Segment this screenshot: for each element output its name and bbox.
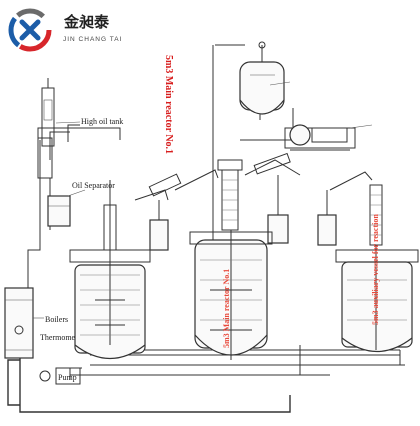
thermometer-label: Thermometer xyxy=(40,333,84,342)
company-logo: 金昶泰 JIN CHANG TAI xyxy=(8,8,122,52)
logo-ring-red xyxy=(8,8,52,52)
pipe-network xyxy=(7,44,405,413)
vacuum-pump-skid xyxy=(284,124,373,151)
main-reactor-title: 5m3 Main reactor No.1 xyxy=(163,55,174,154)
main-reactor-vessel-label: 5m3 Main reactor No.1 xyxy=(222,269,231,348)
oil-separator-label: Oil Separator xyxy=(72,181,115,190)
right-reactor: 5m3 auxiliary vessel for reaction xyxy=(317,171,419,353)
high-oil-tank-column: High oil tank xyxy=(41,78,123,147)
left-reactor xyxy=(69,180,169,360)
boiler: Boilers Thermometer xyxy=(4,287,84,359)
high-oil-tank-label: High oil tank xyxy=(81,117,123,126)
right-reactor-vessel-label: 5m3 auxiliary vessel for reaction xyxy=(371,214,380,325)
pump-label: Pump xyxy=(58,373,77,382)
logo-ring-gray xyxy=(8,8,52,52)
oil-separator: Oil Separator xyxy=(47,181,115,227)
logo-ring-blue xyxy=(8,8,52,52)
logo-name-cn: 金昶泰 xyxy=(63,13,110,31)
boilers-label: Boilers xyxy=(45,315,68,324)
pump: Pump xyxy=(39,367,81,385)
logo-name-en: JIN CHANG TAI xyxy=(63,36,122,43)
logo-x-mark xyxy=(19,19,41,41)
main-reactor: 5m3 Main reactor No.1 xyxy=(148,152,301,360)
top-receiver-tank xyxy=(239,41,291,115)
